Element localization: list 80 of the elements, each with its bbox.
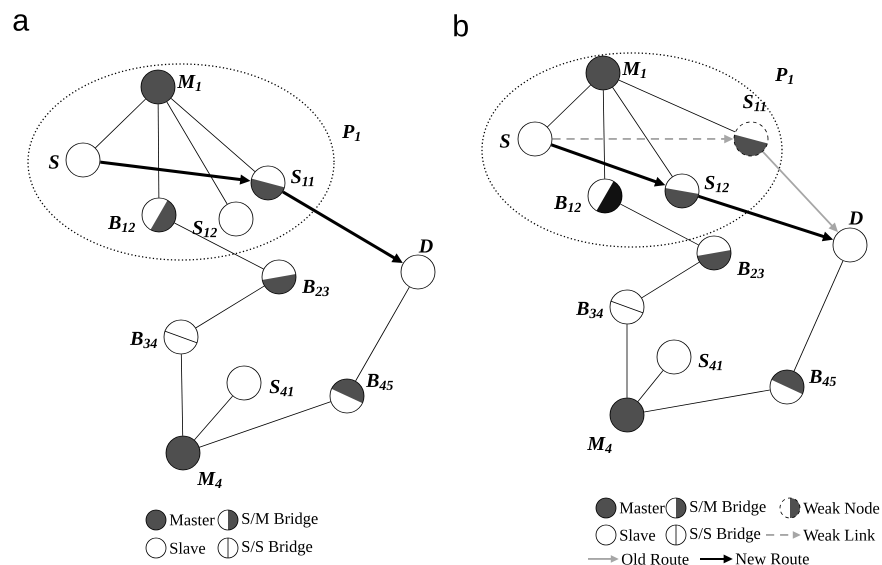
- link-line: [194, 396, 233, 440]
- node-label: D: [848, 211, 863, 225]
- network-node: M$_{1}$: [586, 56, 646, 90]
- network-node: S$_{41}$: [656, 340, 722, 374]
- node-label: 45: [379, 380, 393, 390]
- network-node: M$_{4}$: [587, 398, 644, 454]
- panel-letter: b: [454, 14, 468, 37]
- node-label: S$_{12}$: [192, 220, 217, 238]
- network-node: S$_{12}$: [664, 174, 729, 208]
- link-line: [612, 87, 673, 177]
- link-line: [199, 401, 331, 448]
- link-line: [180, 354, 184, 436]
- link-line: [158, 104, 160, 198]
- link-line: [644, 390, 770, 412]
- node-label: M$_{1}$: [177, 74, 201, 92]
- link-line: [95, 98, 146, 148]
- legend-label: S/M Bridge: [690, 500, 766, 516]
- legend-label: Slave: [170, 542, 206, 554]
- node-label: M$_{1}$: [622, 62, 646, 78]
- network-node: S: [48, 142, 100, 178]
- network-node: S$_{12}$: [192, 202, 254, 238]
- node-label: B$_{23}$: [302, 280, 329, 296]
- link-line: [618, 80, 736, 132]
- node-label: S: [500, 134, 510, 148]
- link-line: [638, 370, 664, 402]
- network-node: B$_{23}$: [696, 236, 764, 278]
- network-node: M$_{1}$: [140, 70, 201, 104]
- network-node: B$_{23}$: [262, 260, 329, 296]
- legend-label: Master: [170, 514, 215, 526]
- node-label: B$_{45}$: [808, 370, 836, 386]
- node-label: S$_{41}$: [270, 380, 293, 396]
- link-line: [355, 286, 410, 382]
- network-node: D: [832, 211, 868, 262]
- legend-label: S/S Bridge: [242, 540, 312, 556]
- link-line: [602, 90, 606, 179]
- node-label: 1: [788, 74, 793, 84]
- node-label: S$_{12}$: [704, 176, 729, 192]
- network-node: S: [500, 122, 552, 156]
- legend-label: S/S Bridge: [690, 528, 760, 542]
- node-label: B$_{12}$: [108, 216, 136, 232]
- legend-label: Weak Node: [803, 502, 880, 514]
- network-node: B$_{34}$: [130, 320, 198, 354]
- legend-label: Weak Link: [803, 529, 876, 541]
- link-line: [620, 204, 699, 246]
- network-node: B$_{45}$: [330, 374, 393, 414]
- link-line: [641, 262, 700, 298]
- node-label: B$_{34}$: [576, 302, 603, 318]
- legend-label: Slave: [620, 529, 656, 541]
- node-label: S$_{41}$: [698, 354, 722, 370]
- link-line: [174, 222, 264, 270]
- link-line: [166, 102, 228, 204]
- link-line: [170, 98, 256, 172]
- node-label: B$_{34}$: [130, 332, 157, 348]
- node-label: P$_{1}$: [342, 124, 360, 142]
- network-node: B$_{34}$: [576, 290, 644, 324]
- network-node: M$_{4}$: [166, 436, 222, 488]
- node-label: B$_{12}$: [554, 196, 582, 212]
- node-label: M$_{4}$: [587, 436, 612, 454]
- network-node: D: [400, 239, 436, 290]
- link-line: [195, 286, 265, 328]
- legend-label: Master: [620, 502, 665, 514]
- network-node: B$_{45}$: [770, 370, 836, 404]
- network-node: S$_{11}$: [250, 166, 314, 200]
- network-node: B$_{12}$: [108, 198, 176, 232]
- node-label: D: [418, 239, 433, 253]
- node-label: S$_{11}$: [290, 170, 314, 186]
- link-line: [626, 324, 628, 398]
- node-label: S$_{11}$: [742, 94, 766, 112]
- node-label: M$_{4}$: [197, 472, 222, 488]
- network-node: S$_{41}$: [226, 366, 293, 400]
- legend-label: Old Route: [622, 553, 689, 565]
- legend-label: S/M Bridge: [242, 512, 318, 528]
- node-label: S: [48, 155, 59, 169]
- link-line: [547, 84, 591, 128]
- panel-letter: a: [14, 14, 30, 31]
- network-node: B$_{12}$: [554, 178, 622, 214]
- node-label: B$_{23}$: [736, 262, 764, 278]
- link-line: [794, 260, 844, 372]
- network-node: S$_{11}$: [734, 94, 768, 156]
- legend-label: New Route: [736, 554, 809, 564]
